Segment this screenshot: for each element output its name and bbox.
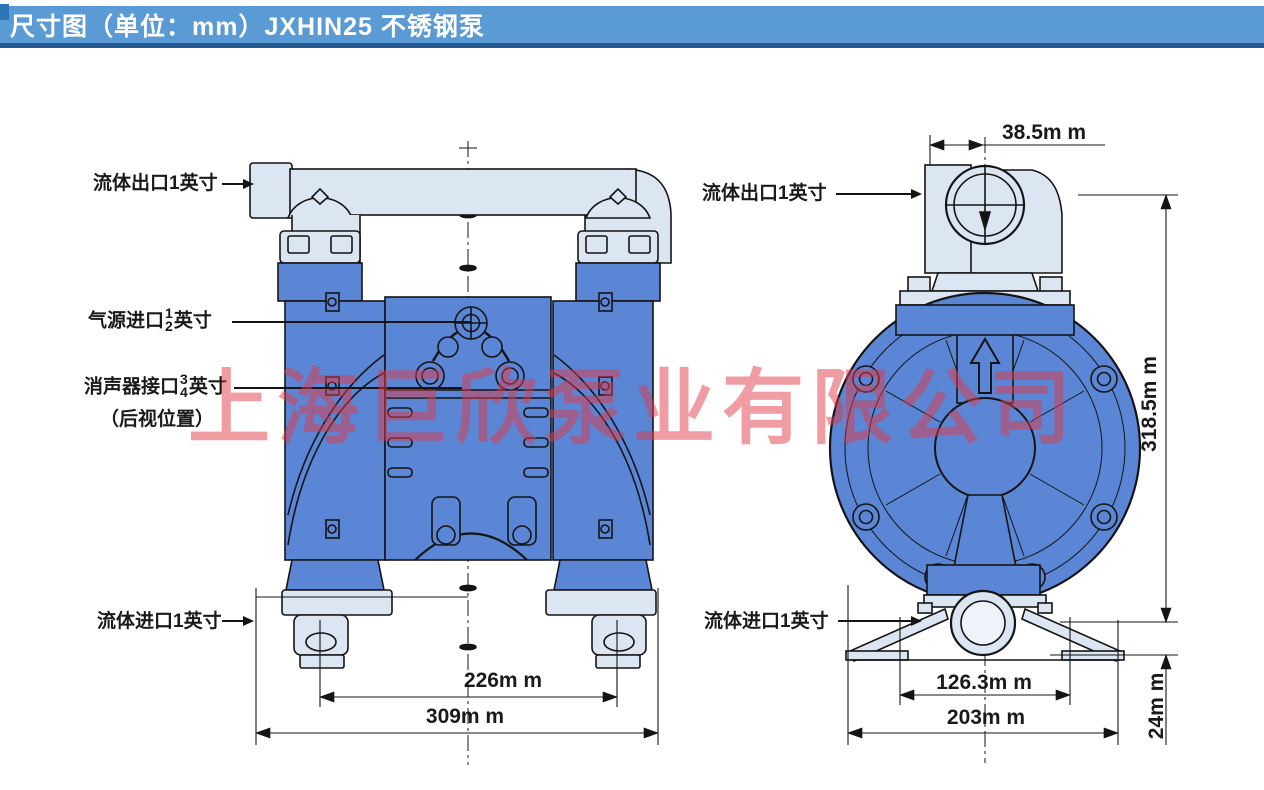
front-outlet-leader-arrow-icon: [243, 179, 254, 189]
front-view-drawing: [249, 141, 672, 765]
front-dimension-lines: [254, 588, 660, 745]
side-fluid-inlet-label: 流体进口1英寸: [704, 611, 829, 632]
valve-pointer-icon: [978, 211, 992, 232]
dim-38-5mm: 38.5m m: [1002, 121, 1087, 144]
side-outlet-leader-line: [836, 193, 912, 195]
front-inlet-leader-arrow-icon: [243, 616, 254, 626]
side-inlet-leader-line: [838, 620, 912, 622]
front-fluid-inlet-label: 流体进口1英寸: [97, 611, 222, 632]
side-dimension-lines: [846, 193, 1178, 745]
dim-203mm: 203m m: [946, 706, 1026, 729]
side-view-drawing: [828, 135, 1178, 763]
front-chambers: [284, 292, 654, 561]
dim-309mm: 309m m: [425, 705, 505, 728]
front-muffler-note: （后视位置）: [100, 409, 215, 430]
side-inlet-and-feet: [845, 564, 1125, 663]
front-fluid-outlet-label: 流体出口1英寸: [93, 173, 218, 194]
side-outlet-assembly: [899, 164, 1071, 306]
dim-126-3mm: 126.3m m: [936, 671, 1032, 694]
side-fluid-outlet-label: 流体出口1英寸: [702, 183, 827, 204]
front-center-body: [384, 296, 552, 561]
front-inlet-elbows: [281, 589, 657, 669]
dim-24mm: 24m m: [1145, 672, 1168, 740]
side-inlet-leader-arrow-icon: [911, 616, 922, 626]
dim-226mm: 226m m: [463, 669, 543, 692]
front-bolt-lugs: [325, 292, 613, 539]
front-air-inlet-leader-line: [232, 321, 470, 323]
front-inlet-leader-line: [222, 620, 244, 622]
side-outlet-leader-arrow-icon: [911, 189, 922, 199]
side-pump-chamber: [828, 291, 1142, 605]
front-outlet-leader-line: [222, 183, 244, 185]
title-bar-accent: [0, 4, 9, 20]
side-clamp-band: [895, 304, 1075, 336]
page-title: 尺寸图（单位：mm）JXHIN25 不锈钢泵: [10, 12, 485, 41]
front-muffler-leader-line: [234, 387, 462, 389]
dim-318-5mm: 318.5m m: [1138, 356, 1161, 452]
front-clamp-rings: [279, 230, 659, 264]
title-bar: 尺寸图（单位：mm）JXHIN25 不锈钢泵: [0, 4, 1264, 48]
front-flanges: [277, 262, 661, 302]
flow-direction-arrow-icon: [969, 337, 1001, 394]
